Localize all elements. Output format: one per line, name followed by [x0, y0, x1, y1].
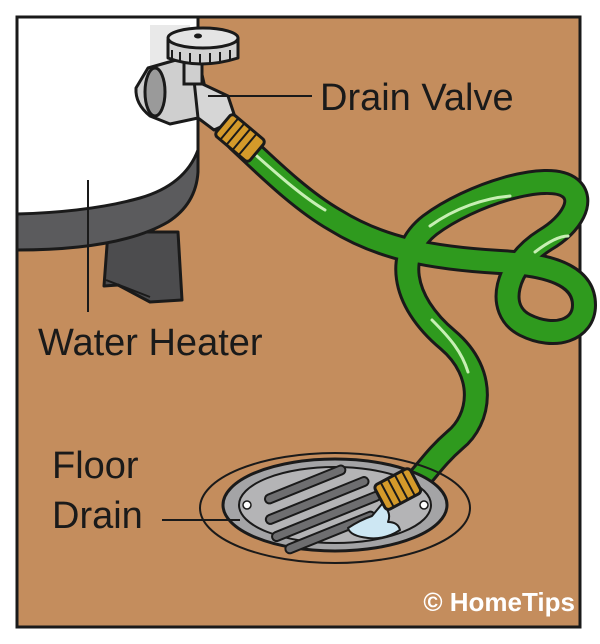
floor-drain-label-line2: Drain — [52, 495, 143, 537]
hometips-watermark: © HomeTips — [423, 587, 575, 617]
water-splash — [347, 503, 401, 540]
garden-hose-icon — [225, 127, 597, 501]
water-heater-label: Water Heater — [38, 322, 263, 364]
drain-valve-icon — [134, 26, 266, 163]
drain-valve-label: Drain Valve — [320, 77, 514, 119]
floor-drain-icon — [199, 452, 471, 564]
floor-drain-label-line1: Floor — [52, 445, 139, 487]
